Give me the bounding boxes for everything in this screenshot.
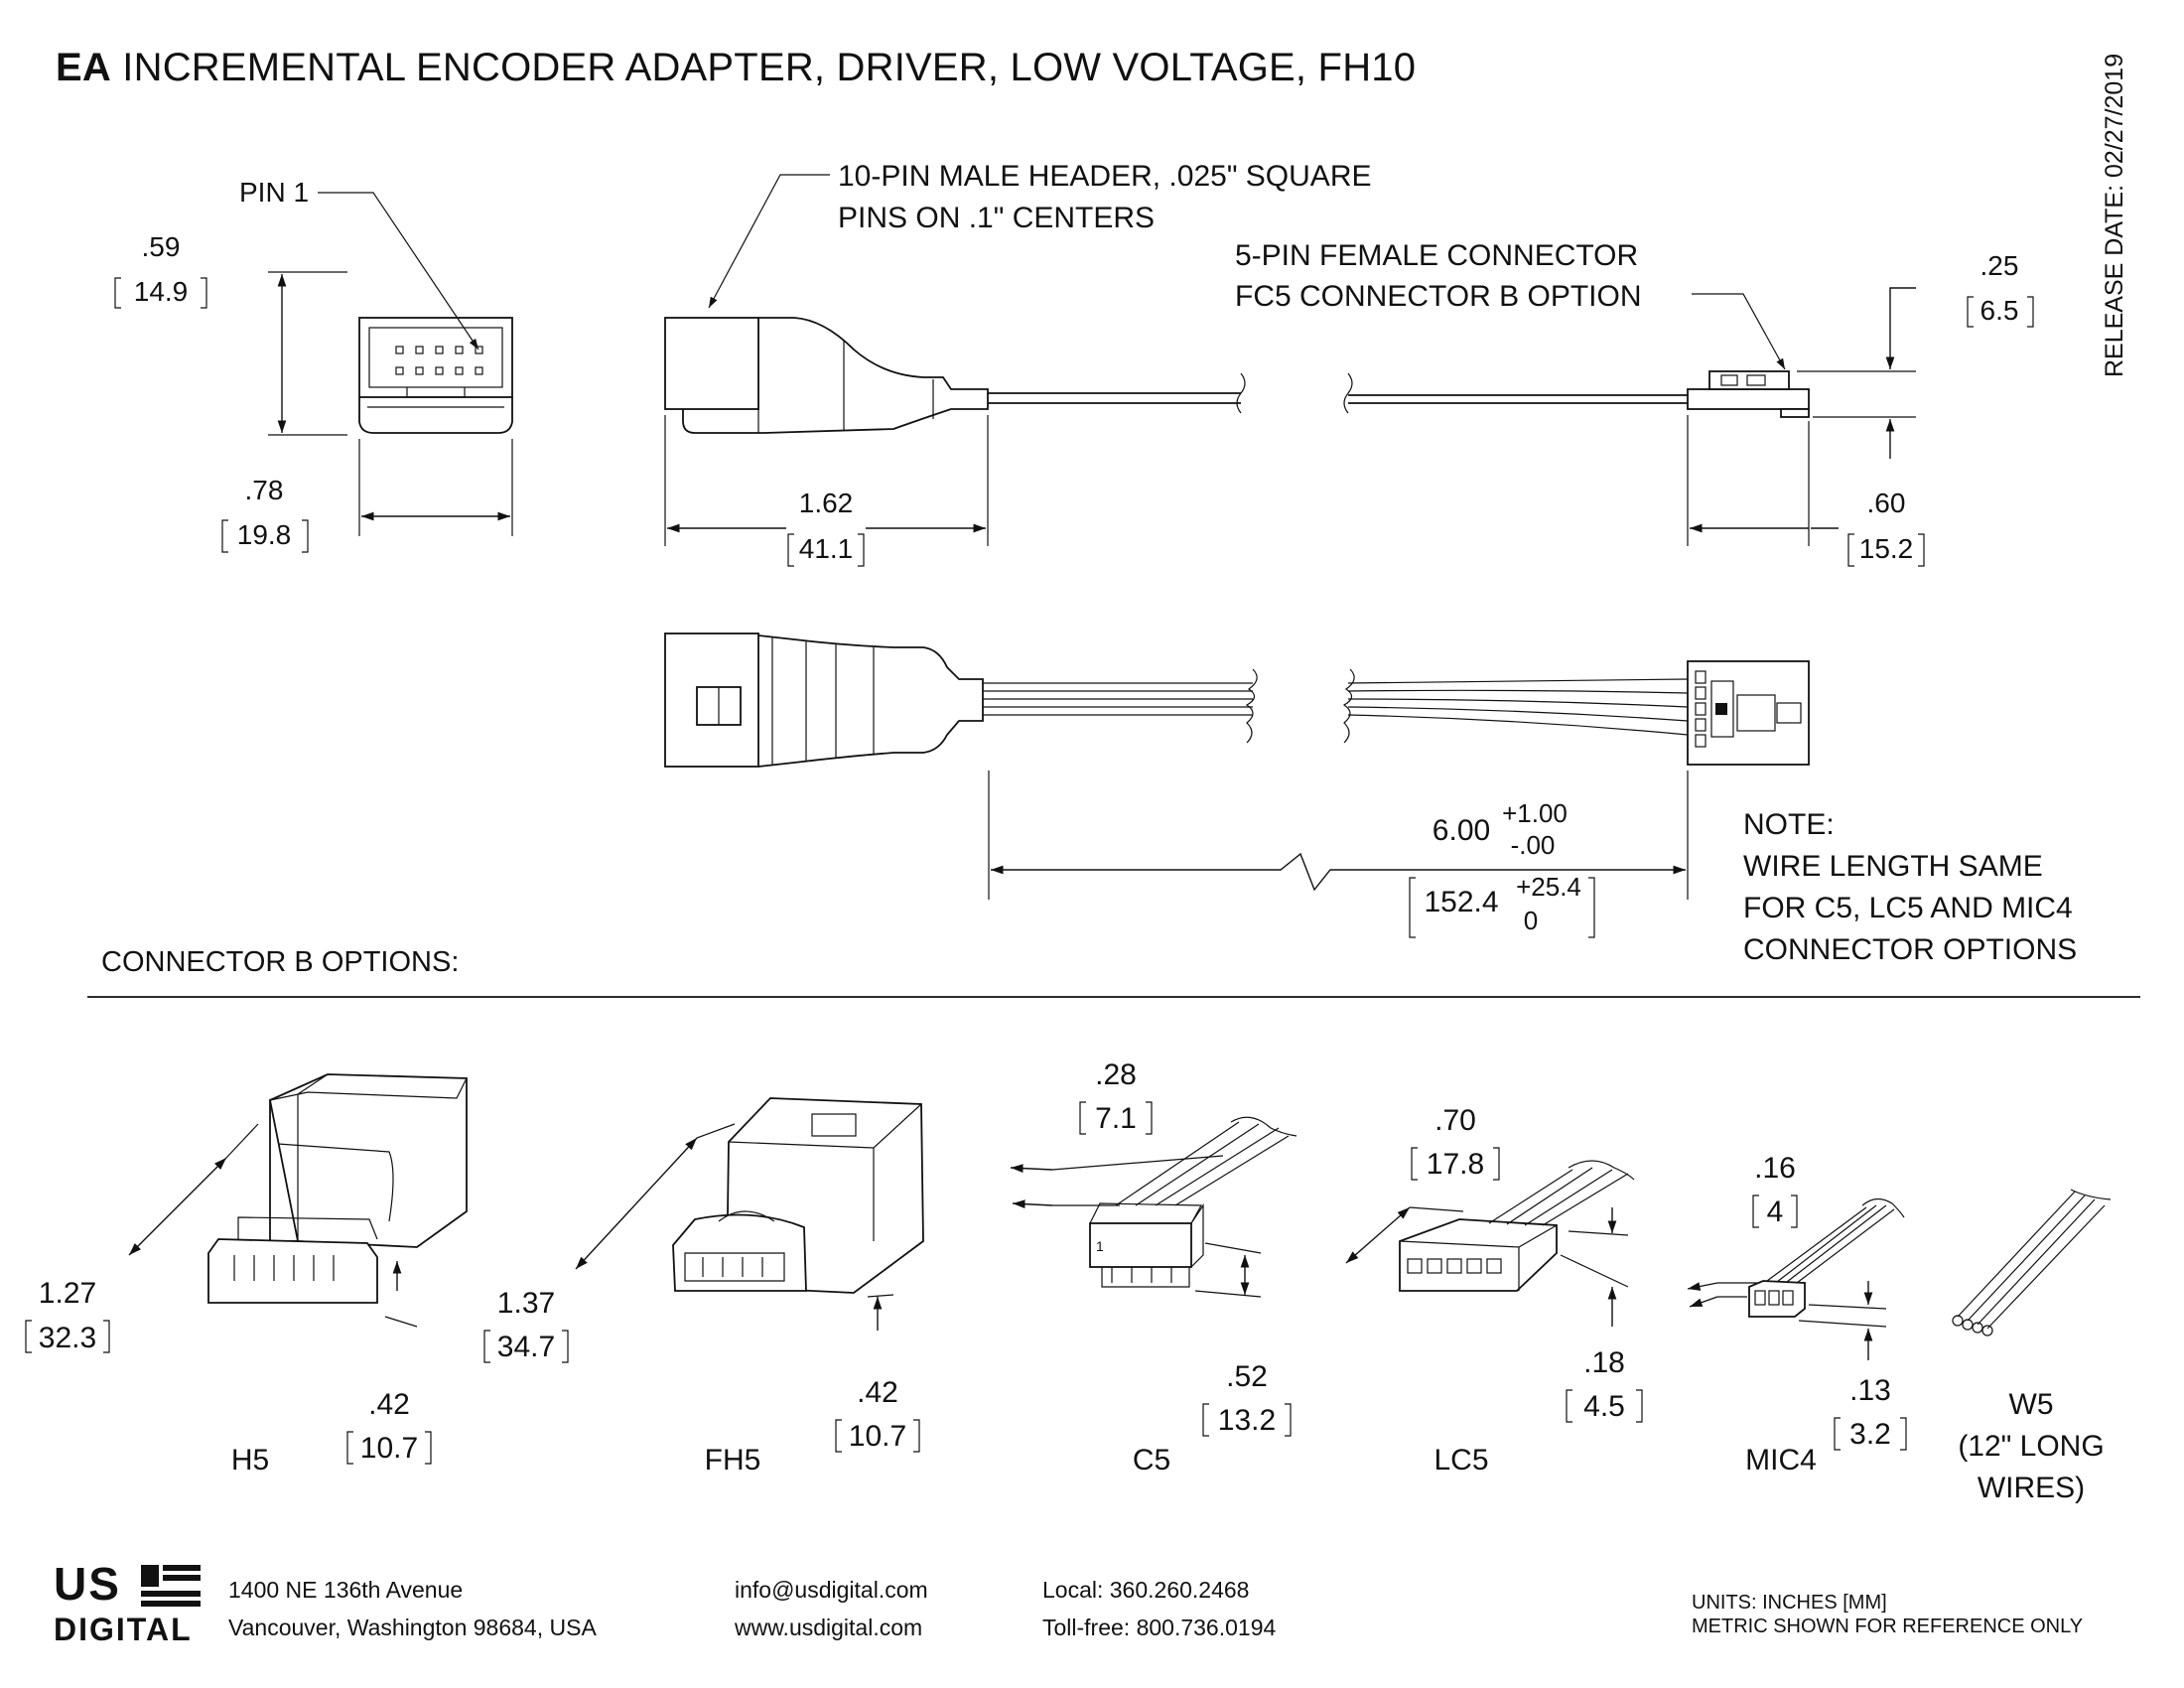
w5-note-line2: WIRES)	[1978, 1472, 2085, 1504]
mic4-dim1-in: .16	[1754, 1152, 1796, 1185]
dim-fc5-len-mm: 15.2	[1859, 533, 1914, 564]
female-callout-line1: 5-PIN FEMALE CONNECTOR	[1235, 239, 1638, 272]
title-code: EA	[56, 46, 111, 89]
website-link[interactable]: www.usdigital.com	[735, 1615, 923, 1640]
logo-digital: DIGITAL	[54, 1612, 193, 1647]
local-phone: Local: 360.260.2468	[1042, 1577, 1250, 1603]
c5-dim2-mm: 13.2	[1218, 1404, 1276, 1437]
title-text: INCREMENTAL ENCODER ADAPTER, DRIVER, LOW…	[122, 46, 1417, 89]
mic4-dim2-in: .13	[1849, 1374, 1891, 1407]
c5-label: C5	[1133, 1444, 1170, 1477]
c5-dim1-in: .28	[1095, 1058, 1137, 1091]
end-view-cavity	[368, 327, 503, 388]
fh5-label: FH5	[705, 1444, 761, 1477]
address-line2: Vancouver, Washington 98684, USA	[228, 1615, 597, 1640]
fh5-dim2-in: .42	[857, 1376, 898, 1409]
dim-wire-len-in: 6.00	[1433, 814, 1490, 847]
lc5-dim2-mm: 4.5	[1583, 1390, 1625, 1423]
dim-fc5-height-in: .25	[1980, 250, 2019, 281]
footer-contact: info@usdigital.com www.usdigital.com	[735, 1571, 928, 1646]
dim-height-mm: 14.9	[134, 276, 189, 307]
c5-pin1-label: 1	[1096, 1238, 1104, 1254]
units-line1: UNITS: INCHES [MM]	[1692, 1592, 1887, 1614]
w5-label: W5	[2009, 1388, 2054, 1421]
h5-dim2-in: .42	[368, 1388, 410, 1421]
dim-height-in: .59	[142, 231, 181, 262]
option-fh5: 1.37 34.7 .42 10.7 FH5	[483, 1097, 924, 1477]
footer-address: 1400 NE 136th Avenue Vancouver, Washingt…	[228, 1571, 597, 1646]
logo-flag-mark	[141, 1565, 201, 1607]
dim-adapter-len-mm: 41.1	[799, 533, 854, 564]
option-w5: W5 (12" LONG WIRES)	[1952, 1189, 2112, 1504]
page-title: EA INCREMENTAL ENCODER ADAPTER, DRIVER, …	[56, 46, 1416, 90]
dim-adapter-len-in: 1.62	[799, 488, 854, 518]
fc5-side	[1687, 388, 1810, 410]
side-view: 10-PIN MALE HEADER, .025" SQUARE PINS ON…	[664, 160, 2034, 567]
end-view-housing	[358, 317, 513, 398]
h5-dim1-in: 1.27	[39, 1277, 96, 1310]
dim-width-mm: 19.8	[237, 519, 292, 550]
ribbon-wires	[983, 668, 1689, 744]
fh5-dim1-mm: 34.7	[497, 1331, 555, 1363]
w5-note-line1: (12" LONG	[1958, 1430, 2104, 1463]
option-mic4: .16 4 .13 3.2 MIC4	[1687, 1152, 1907, 1477]
c5-dim2-in: .52	[1226, 1360, 1268, 1393]
option-h5: 1.27 32.3 .42 10.7 H5	[25, 1073, 468, 1477]
mic4-dim2-mm: 3.2	[1849, 1418, 1891, 1451]
female-callout-line2: FC5 CONNECTOR B OPTION	[1235, 280, 1641, 313]
fh5-dim2-mm: 10.7	[849, 1420, 906, 1453]
dim-fc5-height-mm: 6.5	[1980, 295, 2019, 326]
lc5-label: LC5	[1433, 1444, 1488, 1477]
h5-dim1-mm: 32.3	[39, 1322, 96, 1354]
lc5-dim2-in: .18	[1583, 1346, 1625, 1379]
header-callout-line1: 10-PIN MALE HEADER, .025" SQUARE	[838, 160, 1372, 193]
dim-fc5-len-in: .60	[1867, 488, 1906, 518]
h5-dim2-mm: 10.7	[360, 1432, 418, 1465]
units-note: UNITS: INCHES [MM] METRIC SHOWN FOR REFE…	[1692, 1591, 2083, 1638]
mic4-label: MIC4	[1745, 1444, 1817, 1477]
h5-label: H5	[231, 1444, 269, 1477]
dim-wire-len-mm-tol-minus: 0	[1524, 906, 1538, 935]
footer-phones: Local: 360.260.2468 Toll-free: 800.736.0…	[1042, 1571, 1276, 1646]
note-line1: WIRE LENGTH SAME	[1743, 850, 2043, 883]
overmold-top	[757, 634, 984, 768]
units-line2: METRIC SHOWN FOR REFERENCE ONLY	[1692, 1616, 2084, 1637]
option-lc5: .70 17.8 .18 4.5 LC5	[1345, 1104, 1643, 1477]
fh5-dim1-in: 1.37	[497, 1287, 555, 1320]
c5-dim1-mm: 7.1	[1095, 1102, 1137, 1135]
lc5-dim1-mm: 17.8	[1427, 1148, 1484, 1181]
connector-b-heading: CONNECTOR B OPTIONS:	[101, 946, 459, 978]
pin1-label: PIN 1	[239, 177, 309, 208]
dim-wire-len-mm: 152.4	[1424, 886, 1498, 918]
note-line2: FOR C5, LC5 AND MIC4	[1743, 892, 2073, 924]
tollfree-phone: Toll-free: 800.736.0194	[1042, 1615, 1277, 1640]
dim-wire-len-mm-tol-plus: +25.4	[1516, 872, 1581, 902]
overmold-side	[682, 317, 989, 434]
header-pins	[395, 346, 483, 375]
option-c5: 1 .28 7.1 .52 13.2 C5	[1010, 1058, 1297, 1477]
top-view: 6.00 +1.00 -.00 152.4 +25.4 0 NOTE: WIRE…	[664, 633, 2077, 966]
dim-wire-len-tol-minus: -.00	[1511, 830, 1556, 860]
fc5-top	[1687, 660, 1810, 766]
header-block	[664, 317, 759, 410]
end-view: PIN 1 .59 14.9 .78 19.8	[114, 177, 513, 553]
header-callout-line2: PINS ON .1" CENTERS	[838, 202, 1155, 234]
logo-us: US	[54, 1558, 121, 1610]
note-heading: NOTE:	[1743, 808, 1835, 841]
mic4-dim1-mm: 4	[1767, 1196, 1784, 1228]
dim-width-in: .78	[245, 475, 284, 505]
note-line3: CONNECTOR OPTIONS	[1743, 933, 2077, 966]
lc5-dim1-in: .70	[1434, 1104, 1476, 1137]
email-link[interactable]: info@usdigital.com	[735, 1577, 928, 1603]
address-line1: 1400 NE 136th Avenue	[228, 1577, 464, 1603]
dim-wire-len-tol-plus: +1.00	[1502, 798, 1568, 828]
